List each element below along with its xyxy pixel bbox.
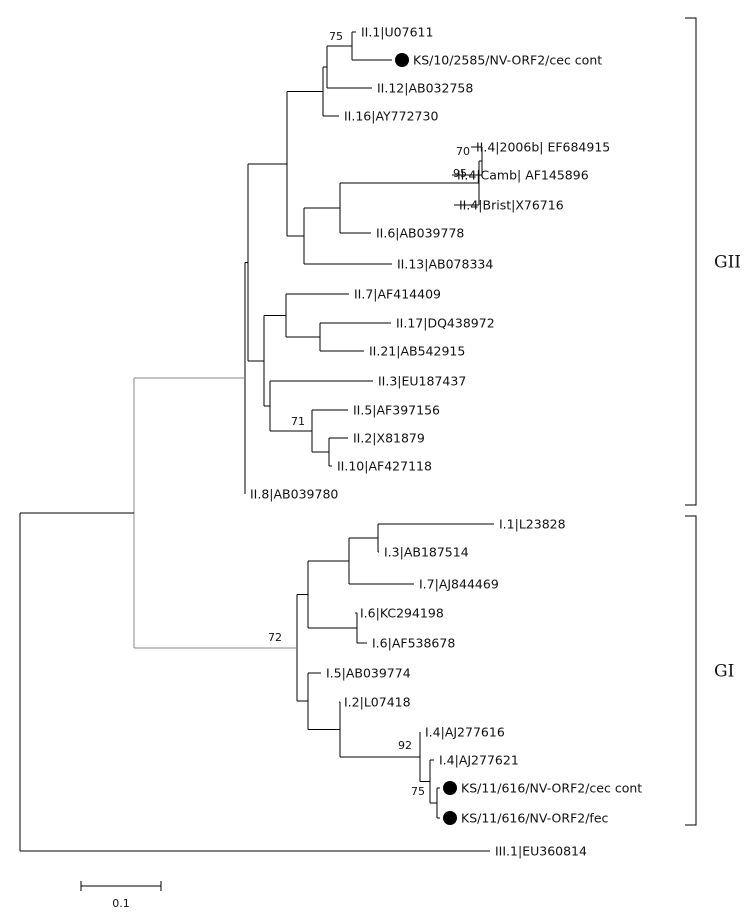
leaf-label-l10: II.17|DQ438972 — [396, 316, 495, 331]
tree-markers — [395, 53, 457, 825]
leaf-label-l15: II.10|AF427118 — [337, 459, 432, 474]
tree-branches — [19, 31, 494, 852]
leaf-label-l20: I.6|KC294198 — [360, 606, 444, 621]
bootstrap-b72: 72 — [268, 631, 282, 644]
group-brackets: GII GI — [685, 17, 741, 826]
sample-marker-dot — [443, 781, 457, 795]
group-label-GI: GI — [714, 662, 734, 682]
leaf-label-l27: KS/11/616/NV-ORF2/fec — [461, 811, 609, 826]
leaf-label-l8: II.13|AB078334 — [397, 257, 493, 272]
leaf-label-l19: I.7|AJ844469 — [419, 577, 499, 592]
leaf-label-l1: KS/10/2585/NV-ORF2/cec cont — [413, 53, 602, 68]
leaf-label-l22: I.5|AB039774 — [326, 666, 411, 681]
bootstrap-labels: 75 70 95 71 72 92 75 — [268, 30, 470, 798]
bracket-GII — [685, 17, 697, 506]
leaf-label-l12: II.3|EU187437 — [378, 374, 466, 389]
group-label-GII: GII — [714, 253, 741, 273]
scale-bar: 0.1 — [80, 881, 162, 910]
leaf-label-l2: II.12|AB032758 — [377, 81, 473, 96]
leaf-label-l0: II.1|U07611 — [361, 25, 433, 40]
sample-marker-dot — [395, 53, 409, 67]
leaf-label-l9: II.7|AF414409 — [354, 287, 441, 302]
bootstrap-b95: 95 — [453, 167, 467, 180]
leaf-label-l3: II.16|AY772730 — [344, 109, 438, 124]
bootstrap-b71: 71 — [291, 415, 305, 428]
scale-bar-label: 0.1 — [112, 897, 130, 910]
bootstrap-b70: 70 — [456, 145, 470, 158]
leaf-label-l21: I.6|AF538678 — [372, 636, 455, 651]
leaf-label-l18: I.3|AB187514 — [384, 545, 469, 560]
leaf-label-l25: I.4|AJ277621 — [439, 753, 519, 768]
leaf-label-l23: I.2|L07418 — [344, 695, 411, 710]
leaf-label-l17: I.1|L23828 — [499, 517, 566, 532]
bootstrap-b75b: 75 — [411, 785, 425, 798]
leaf-label-l5: II.4|Camb| AF145896 — [457, 168, 589, 183]
leaf-label-l13: II.5|AF397156 — [353, 403, 440, 418]
leaf-label-l14: II.2|X81879 — [353, 431, 425, 446]
bootstrap-b75a: 75 — [329, 30, 343, 43]
bootstrap-b92: 92 — [398, 739, 412, 752]
leaf-label-l6: II.4|Brist|X76716 — [459, 198, 564, 213]
leaf-label-l28: III.1|EU360814 — [495, 844, 587, 859]
leaf-label-l26: KS/11/616/NV-ORF2/cec cont — [461, 781, 642, 796]
bracket-GI — [685, 515, 697, 826]
leaf-label-l11: II.21|AB542915 — [369, 344, 465, 359]
leaf-label-l7: II.6|AB039778 — [376, 226, 464, 241]
leaf-label-l24: I.4|AJ277616 — [425, 725, 505, 740]
leaf-label-l4: II.4|2006b| EF684915 — [476, 140, 610, 155]
sample-marker-dot — [443, 811, 457, 825]
leaf-label-l16: II.8|AB039780 — [250, 487, 338, 502]
